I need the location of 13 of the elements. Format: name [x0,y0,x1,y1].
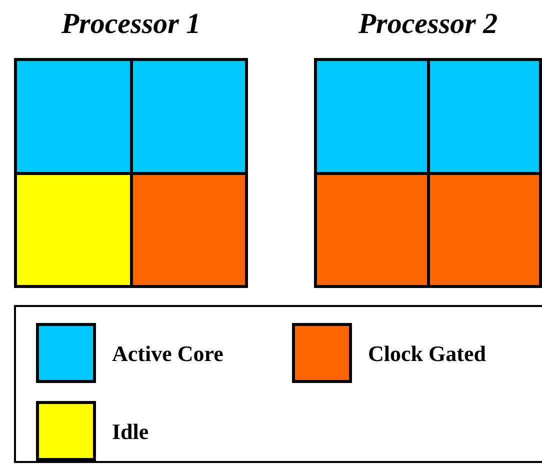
core-box [17,174,130,285]
legend-label: Idle [112,418,149,446]
processor-title: Processor 2 [358,7,498,42]
core-box [132,61,245,172]
core-box [317,174,426,285]
core-box [430,61,539,172]
processor-title: Processor 1 [61,7,201,42]
core-box [430,174,539,285]
core-box [132,174,245,285]
core-box [317,61,426,172]
core-box [17,61,130,172]
legend-label: Active Core [112,340,224,368]
legend-label: Clock Gated [368,340,486,368]
